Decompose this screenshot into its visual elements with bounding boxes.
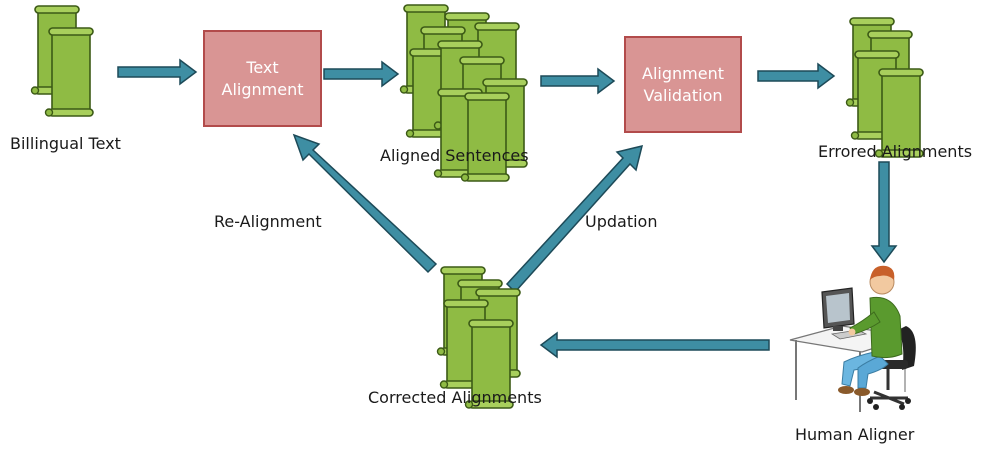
arrow-updation <box>505 144 644 294</box>
errored-alignments-icon <box>845 17 924 158</box>
alignment-validation-label: Alignment Validation <box>642 63 724 105</box>
human-aligner-label: Human Aligner <box>795 425 915 444</box>
arrow-human-to-corrected <box>539 331 770 359</box>
person-at-computer-icon <box>789 265 916 412</box>
updation-label: Updation <box>585 212 658 231</box>
arrow-re-alignment <box>292 133 438 274</box>
arrow-alignment-to-aligned <box>323 60 400 88</box>
errored-alignments-label: Errored Alignments <box>818 142 973 161</box>
corrected-alignments-icon <box>436 266 521 409</box>
arrow-aligned-to-validation <box>540 67 616 95</box>
text-alignment-label: Text Alignment <box>221 57 304 99</box>
arrow-validation-to-errored <box>757 62 836 90</box>
bilingual-text-label: Billingual Text <box>10 134 121 153</box>
arrow-errored-to-human <box>870 161 898 264</box>
bilingual-text-icon <box>30 5 94 117</box>
text-alignment-process: Text Alignment <box>203 30 322 127</box>
arrows <box>117 58 898 359</box>
alignment-validation-process: Alignment Validation <box>624 36 742 133</box>
arrow-bilingual-to-alignment <box>117 58 198 86</box>
aligned-sentences-label: Aligned Sentences <box>380 146 529 165</box>
re-alignment-label: Re-Alignment <box>214 212 322 231</box>
corrected-alignments-label: Corrected Alignments <box>368 388 542 407</box>
